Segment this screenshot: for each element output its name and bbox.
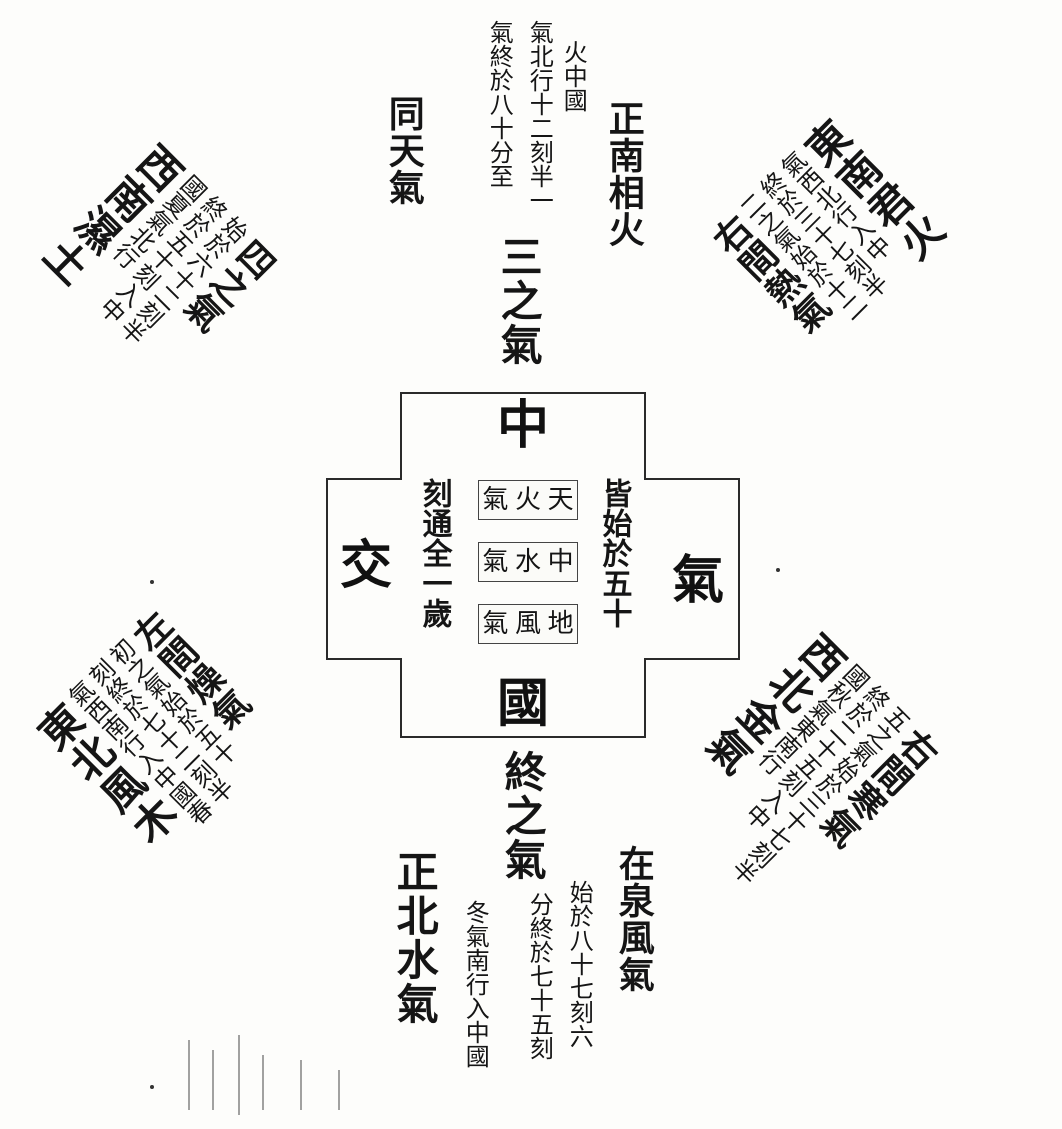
cell-earth-wind-c3: 氣 (482, 609, 509, 639)
ink-smudge (338, 1070, 340, 1110)
north-arm-heading: 在泉風氣 (612, 845, 655, 993)
center-left-column: 刻通全一歲 (416, 478, 452, 628)
cell-heaven-fire-c3: 氣 (482, 485, 509, 515)
cell-heaven-fire-c2: 火 (514, 485, 541, 515)
northwest-arm: 右間寒氣 五之氣始於三十七刻半 終於二十五刻入中 國秋氣東南行 西北金氣 (651, 622, 945, 916)
south-arm-subheading: 同天氣 (382, 95, 425, 206)
center-right-char: 氣 (672, 550, 725, 611)
ink-smudge (300, 1060, 302, 1110)
south-arm-line-2: 氣北行十二刻半一 (525, 20, 554, 212)
northeast-arm: 左間燥氣 初之氣始於五十 刻終於七十二刻半 氣西南行入中國春 東北風木 (26, 605, 286, 865)
cell-middle-water-c1: 中 (547, 547, 574, 577)
ink-speck (150, 580, 154, 584)
cell-middle-water: 中 水 氣 (478, 542, 578, 582)
center-bottom-char: 國 (497, 673, 550, 734)
south-arm-line-1: 火中國 (559, 40, 588, 112)
cell-middle-water-c3: 氣 (482, 547, 509, 577)
south-arm-heading: 正南相火 (602, 100, 645, 248)
center-left-char: 交 (340, 535, 393, 596)
south-arm-title: 三之氣 (494, 235, 544, 367)
center-top-char: 中 (497, 395, 550, 456)
north-arm-line-3: 冬氣南行入中國 (461, 900, 490, 1068)
cell-heaven-fire-c1: 天 (547, 485, 574, 515)
north-arm-line-1: 始於八十七刻六 (565, 880, 594, 1048)
ink-speck (150, 1085, 154, 1089)
cell-earth-wind-c1: 地 (547, 609, 574, 639)
north-arm-title: 終之氣 (498, 750, 548, 882)
west-arm: 四之氣 始於六十二刻半 終於五十刻入中 國夏氣北行 西南濕土 (32, 133, 283, 381)
ink-speck (776, 568, 780, 572)
cell-heaven-fire: 天 火 氣 (478, 480, 578, 520)
north-arm-line-2: 分終於七十五刻 (525, 892, 554, 1060)
ink-smudge (212, 1050, 214, 1110)
north-arm-subheading: 正北水氣 (390, 850, 440, 1026)
cell-earth-wind-c2: 風 (514, 609, 541, 639)
center-right-column: 皆始於五十 (596, 478, 632, 628)
cell-middle-water-c2: 水 (514, 547, 541, 577)
south-arm-line-3: 氣終於八十分至 (485, 20, 514, 188)
ink-smudge (238, 1035, 240, 1115)
cell-earth-wind: 地 風 氣 (478, 604, 578, 644)
ink-smudge (188, 1040, 190, 1110)
ink-smudge (262, 1055, 264, 1110)
east-arm: 東南君火 氣西北行入中 終於三十七刻半 二之氣始於十二 右間熱氣 (702, 112, 952, 361)
